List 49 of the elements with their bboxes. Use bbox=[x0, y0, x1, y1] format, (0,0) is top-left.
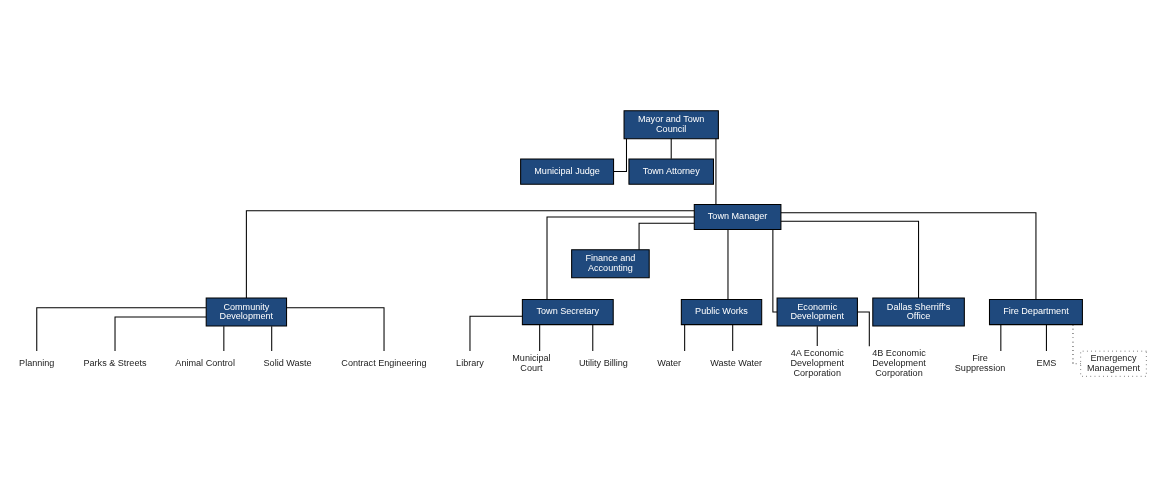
node-text: Animal Control bbox=[175, 357, 235, 368]
connector bbox=[245, 209, 695, 298]
node-text: Fire Suppression bbox=[954, 352, 1006, 373]
connector bbox=[36, 306, 207, 352]
connector bbox=[780, 220, 920, 299]
connector bbox=[670, 137, 672, 159]
node-box: Municipal Judge bbox=[520, 158, 615, 185]
node-box: Town Manager bbox=[693, 203, 782, 230]
connector bbox=[638, 222, 695, 250]
connector bbox=[1045, 323, 1047, 352]
node-text: Water bbox=[657, 357, 682, 368]
connector bbox=[223, 325, 225, 352]
connector bbox=[732, 323, 734, 352]
node-box: Town Attorney bbox=[628, 158, 714, 185]
connector bbox=[715, 137, 717, 205]
connector bbox=[271, 325, 273, 352]
node-box: Community Development bbox=[205, 297, 288, 327]
node-box: Dallas Sherriff’s Office bbox=[872, 297, 965, 327]
node-text: 4B Economic Development Corporation bbox=[872, 347, 926, 378]
connector bbox=[684, 323, 686, 352]
connector bbox=[1000, 323, 1002, 352]
connector bbox=[546, 215, 695, 300]
connector bbox=[772, 228, 778, 313]
node-box: Town Secretary bbox=[521, 298, 614, 325]
node-text: 4A Economic Development Corporation bbox=[790, 347, 844, 378]
connector bbox=[816, 325, 818, 347]
connector bbox=[856, 311, 870, 347]
connector bbox=[727, 228, 729, 300]
connector bbox=[780, 211, 1037, 300]
node-text: Solid Waste bbox=[263, 357, 312, 368]
node-box: Economic Development bbox=[776, 297, 858, 327]
node-text: Parks & Streets bbox=[83, 357, 147, 368]
node-box: Public Works bbox=[680, 298, 763, 325]
node-text: Library bbox=[456, 357, 484, 368]
connector bbox=[469, 315, 523, 352]
node-text: Planning bbox=[19, 357, 55, 368]
node-text: Utility Billing bbox=[578, 357, 628, 368]
node-box: Emergency Management bbox=[1080, 350, 1147, 377]
node-text: EMS bbox=[1036, 357, 1057, 368]
connector bbox=[592, 323, 594, 352]
connector bbox=[114, 315, 207, 351]
connector bbox=[286, 306, 385, 352]
node-box: Mayor and Town Council bbox=[623, 109, 719, 139]
node-text: Waste Water bbox=[710, 357, 763, 368]
node-box: Finance and Accounting bbox=[571, 248, 650, 278]
node-text: Contract Engineering bbox=[341, 357, 427, 368]
node-text: Municipal Court bbox=[512, 352, 551, 373]
connector bbox=[539, 323, 541, 352]
node-box: Fire Department bbox=[988, 298, 1083, 325]
